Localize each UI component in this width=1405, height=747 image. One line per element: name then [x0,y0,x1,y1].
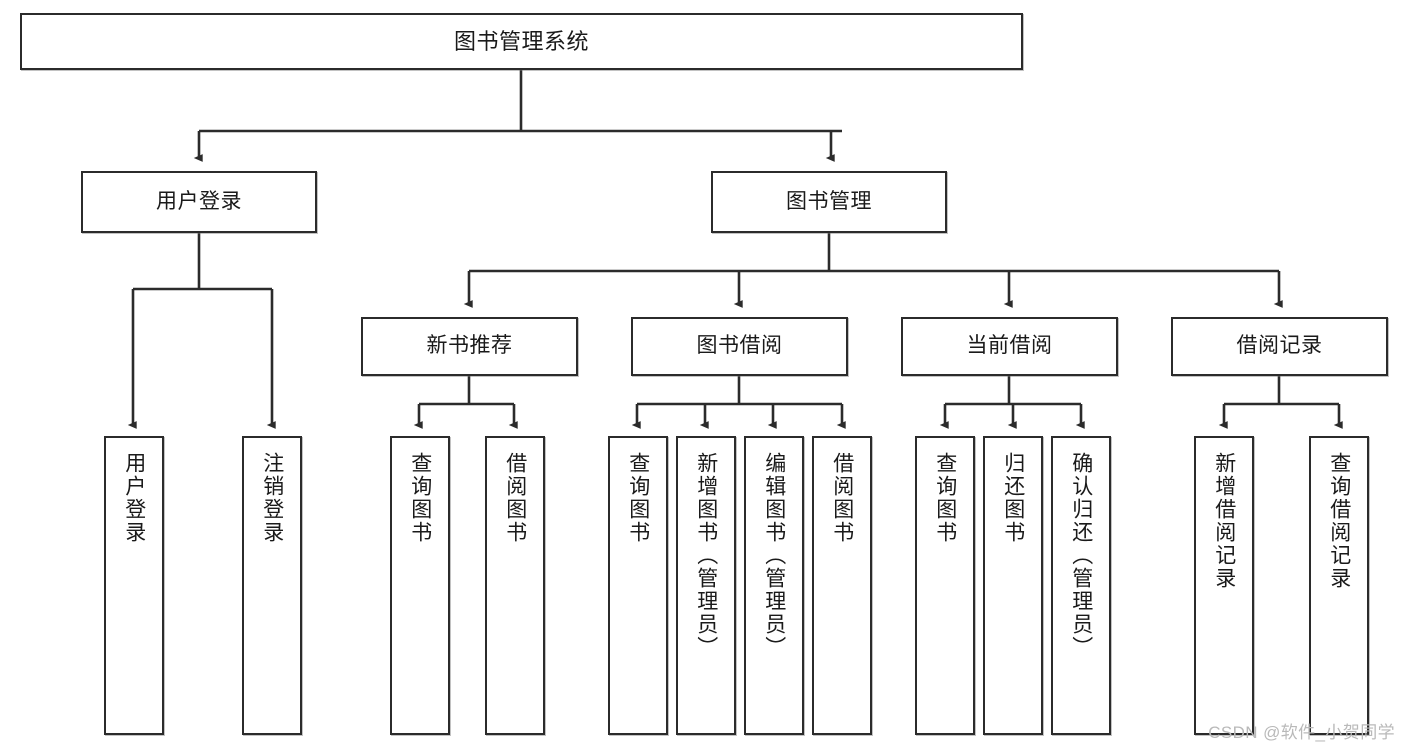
node-leaf-edit-book-label: 编辑图书（管理员） [762,452,786,659]
node-leaf-return-book[interactable]: 归还图书 [983,436,1043,735]
node-leaf-logout[interactable]: 注销登录 [242,436,302,735]
node-borrow-record[interactable]: 借阅记录 [1171,317,1388,376]
node-leaf-borrow-book-1[interactable]: 借阅图书 [485,436,545,735]
node-leaf-query-record-label: 查询借阅记录 [1327,452,1351,590]
node-new-book-rec[interactable]: 新书推荐 [361,317,578,376]
node-borrow-record-label: 借阅记录 [1236,334,1323,358]
node-leaf-confirm-return[interactable]: 确认归还（管理员） [1051,436,1111,735]
node-leaf-query-book-3[interactable]: 查询图书 [915,436,975,735]
node-leaf-query-book-2[interactable]: 查询图书 [608,436,668,735]
node-current-borrow[interactable]: 当前借阅 [901,317,1118,376]
node-leaf-add-book[interactable]: 新增图书（管理员） [676,436,736,735]
node-root-label: 图书管理系统 [453,28,589,54]
node-leaf-query-book-3-label: 查询图书 [933,452,957,544]
node-leaf-borrow-book-1-label: 借阅图书 [503,452,527,544]
node-leaf-query-book-1-label: 查询图书 [408,452,432,544]
node-leaf-query-record[interactable]: 查询借阅记录 [1309,436,1369,735]
node-leaf-user-login[interactable]: 用户登录 [104,436,164,735]
node-book-manage-label: 图书管理 [786,189,872,213]
node-leaf-confirm-return-label: 确认归还（管理员） [1069,452,1093,659]
node-leaf-query-book-2-label: 查询图书 [626,452,650,544]
node-leaf-return-book-label: 归还图书 [1001,452,1025,544]
node-current-borrow-label: 当前借阅 [966,334,1053,358]
node-book-manage[interactable]: 图书管理 [711,171,947,233]
node-leaf-borrow-book-2[interactable]: 借阅图书 [812,436,872,735]
node-user-login-label: 用户登录 [156,189,242,213]
node-leaf-user-login-label: 用户登录 [122,452,146,544]
node-leaf-edit-book[interactable]: 编辑图书（管理员） [744,436,804,735]
node-leaf-add-book-label: 新增图书（管理员） [694,452,718,659]
node-leaf-borrow-book-2-label: 借阅图书 [830,452,854,544]
node-leaf-query-book-1[interactable]: 查询图书 [390,436,450,735]
node-book-borrow[interactable]: 图书借阅 [631,317,848,376]
node-leaf-logout-label: 注销登录 [260,452,284,544]
node-leaf-add-record-label: 新增借阅记录 [1212,452,1236,590]
node-root[interactable]: 图书管理系统 [20,13,1023,70]
node-new-book-rec-label: 新书推荐 [426,334,513,358]
node-leaf-add-record[interactable]: 新增借阅记录 [1194,436,1254,735]
node-book-borrow-label: 图书借阅 [696,334,783,358]
node-user-login[interactable]: 用户登录 [81,171,317,233]
